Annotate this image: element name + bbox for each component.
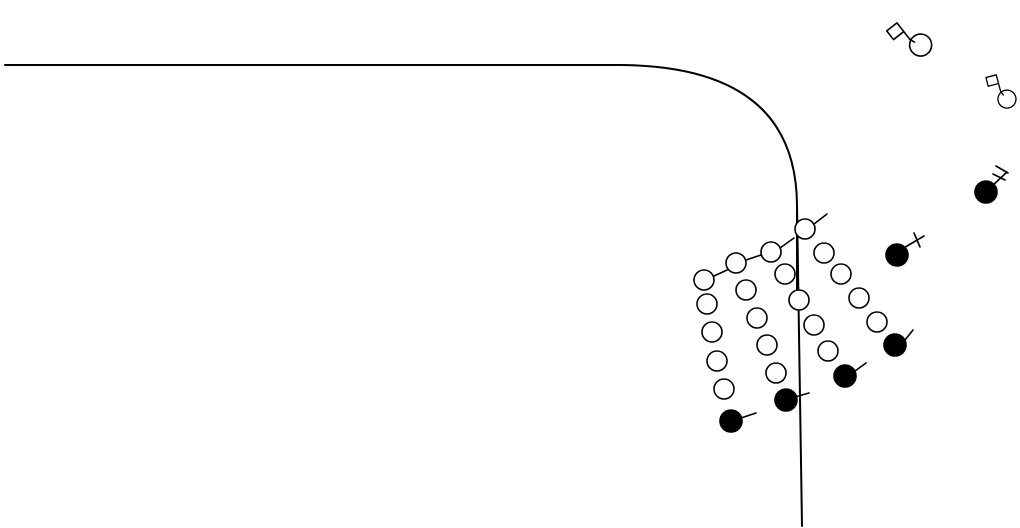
flag-symbol-large xyxy=(885,22,933,57)
hashed-filled-symbol-cross-b xyxy=(995,165,1009,174)
hashed-filled-symbol-stem xyxy=(990,171,1008,188)
lines-layer xyxy=(4,64,803,527)
chain-4-tick-marker xyxy=(904,329,914,341)
chain-2-open-circle-3 xyxy=(746,307,768,329)
chain-3-tick-marker xyxy=(854,362,867,372)
chain-3-open-circle-1 xyxy=(760,241,782,263)
chain-2-to-chain-3-link xyxy=(745,254,762,261)
chain-4-open-circle-4 xyxy=(848,287,870,309)
chain-3-open-circle-4 xyxy=(803,314,825,336)
chain-1-open-circle-5 xyxy=(713,378,735,400)
chain-3-open-circle-3 xyxy=(788,289,810,311)
flag-symbol-small xyxy=(985,74,1017,109)
chain-4-top-tick-marker xyxy=(813,213,828,225)
crossed-filled-symbol-cross xyxy=(913,232,921,248)
chain-2-open-circle-4 xyxy=(756,334,778,356)
chain-3-open-circle-5 xyxy=(817,340,839,362)
symbols-layer xyxy=(693,22,1017,433)
chain-3-filled-circle xyxy=(833,364,857,388)
chain-1-open-circle-4 xyxy=(706,350,728,372)
hashed-filled-symbol-cross-a xyxy=(992,173,1006,181)
chain-4-open-circle-5 xyxy=(866,311,888,333)
chain-1-filled-circle xyxy=(719,409,743,433)
chain-4-open-circle-1 xyxy=(794,218,816,240)
chain-1-open-circle-1 xyxy=(693,269,715,291)
chain-2-filled-circle xyxy=(774,388,798,412)
chain-4-open-circle-3 xyxy=(830,263,852,285)
chain-1-open-circle-3 xyxy=(701,321,723,343)
chain-4-filled-circle xyxy=(883,333,907,357)
chain-2-open-circle-1 xyxy=(725,252,747,274)
curved-boundary xyxy=(4,64,803,527)
crossed-filled-symbol-stem xyxy=(901,235,925,250)
chain-1-tick-marker xyxy=(740,412,757,419)
chain-1-open-circle-2 xyxy=(696,293,718,315)
chain-4-open-circle-2 xyxy=(813,242,835,264)
chain-3-open-circle-2 xyxy=(774,263,796,285)
chain-3-to-chain-4-link xyxy=(779,237,795,249)
chain-2-open-circle-5 xyxy=(765,362,787,384)
chain-2-open-circle-2 xyxy=(735,279,757,301)
chain-2-tick-marker xyxy=(794,392,810,398)
chain-1-to-chain-2-link xyxy=(713,269,728,277)
